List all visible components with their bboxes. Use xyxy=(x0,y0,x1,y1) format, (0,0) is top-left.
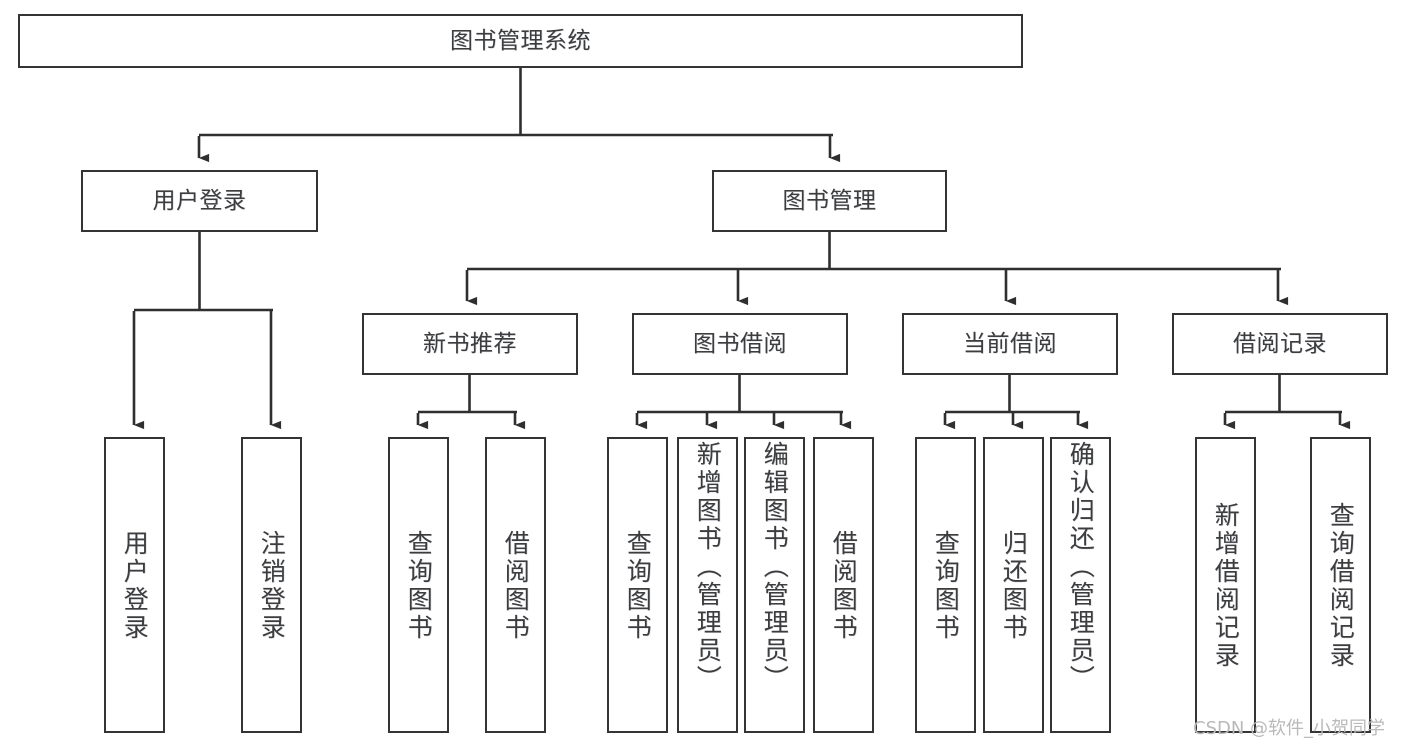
leaf-confirm-return-admin[interactable]: 确认归还（管理员） xyxy=(1050,437,1111,733)
node-label: 归还图书 xyxy=(999,530,1029,642)
node-label: 新增图书（管理员） xyxy=(693,441,723,693)
node-label: 图书借阅 xyxy=(693,330,787,357)
leaf-logout[interactable]: 注销登录 xyxy=(241,437,302,733)
node-label: 借阅记录 xyxy=(1233,330,1327,357)
leaf-return-books[interactable]: 归还图书 xyxy=(983,437,1044,733)
leaf-borrow-books-borrow[interactable]: 借阅图书 xyxy=(813,437,874,733)
node-current-borrowing[interactable]: 当前借阅 xyxy=(902,313,1118,375)
node-label: 查询图书 xyxy=(931,530,961,642)
node-label: 确认归还（管理员） xyxy=(1066,441,1096,693)
node-label: 借阅图书 xyxy=(501,530,531,642)
node-user-login[interactable]: 用户登录 xyxy=(81,170,318,232)
node-label: 查询借阅记录 xyxy=(1326,502,1356,670)
node-label: 当前借阅 xyxy=(963,330,1057,357)
leaf-borrow-books-newbook[interactable]: 借阅图书 xyxy=(485,437,546,733)
leaf-user-login[interactable]: 用户登录 xyxy=(104,437,165,733)
node-label: 新增借阅记录 xyxy=(1211,502,1241,670)
node-label: 用户登录 xyxy=(152,187,247,214)
node-label: 图书管理系统 xyxy=(450,27,591,54)
node-label: 新书推荐 xyxy=(423,330,517,357)
node-book-borrowing[interactable]: 图书借阅 xyxy=(632,313,848,375)
leaf-query-books-newbook[interactable]: 查询图书 xyxy=(388,437,449,733)
csdn-watermark: CSDN @软件_小贺同学 xyxy=(1193,718,1386,739)
node-new-book-recommendation[interactable]: 新书推荐 xyxy=(362,313,578,375)
node-label: 注销登录 xyxy=(257,530,287,642)
leaf-query-books-current[interactable]: 查询图书 xyxy=(915,437,976,733)
node-label: 查询图书 xyxy=(623,530,653,642)
node-label: 编辑图书（管理员） xyxy=(760,441,790,693)
leaf-add-borrow-record[interactable]: 新增借阅记录 xyxy=(1195,437,1256,733)
node-label: 用户登录 xyxy=(120,530,150,642)
node-book-management[interactable]: 图书管理 xyxy=(712,170,947,232)
leaf-query-books-borrow[interactable]: 查询图书 xyxy=(607,437,668,733)
node-label: 图书管理 xyxy=(782,187,877,214)
node-root-book-management-system[interactable]: 图书管理系统 xyxy=(18,14,1023,68)
leaf-add-book-admin[interactable]: 新增图书（管理员） xyxy=(677,437,738,733)
leaf-query-borrow-record[interactable]: 查询借阅记录 xyxy=(1310,437,1371,733)
node-borrowing-record[interactable]: 借阅记录 xyxy=(1172,313,1388,375)
node-label: 借阅图书 xyxy=(829,530,859,642)
node-label: 查询图书 xyxy=(404,530,434,642)
leaf-edit-book-admin[interactable]: 编辑图书（管理员） xyxy=(744,437,805,733)
